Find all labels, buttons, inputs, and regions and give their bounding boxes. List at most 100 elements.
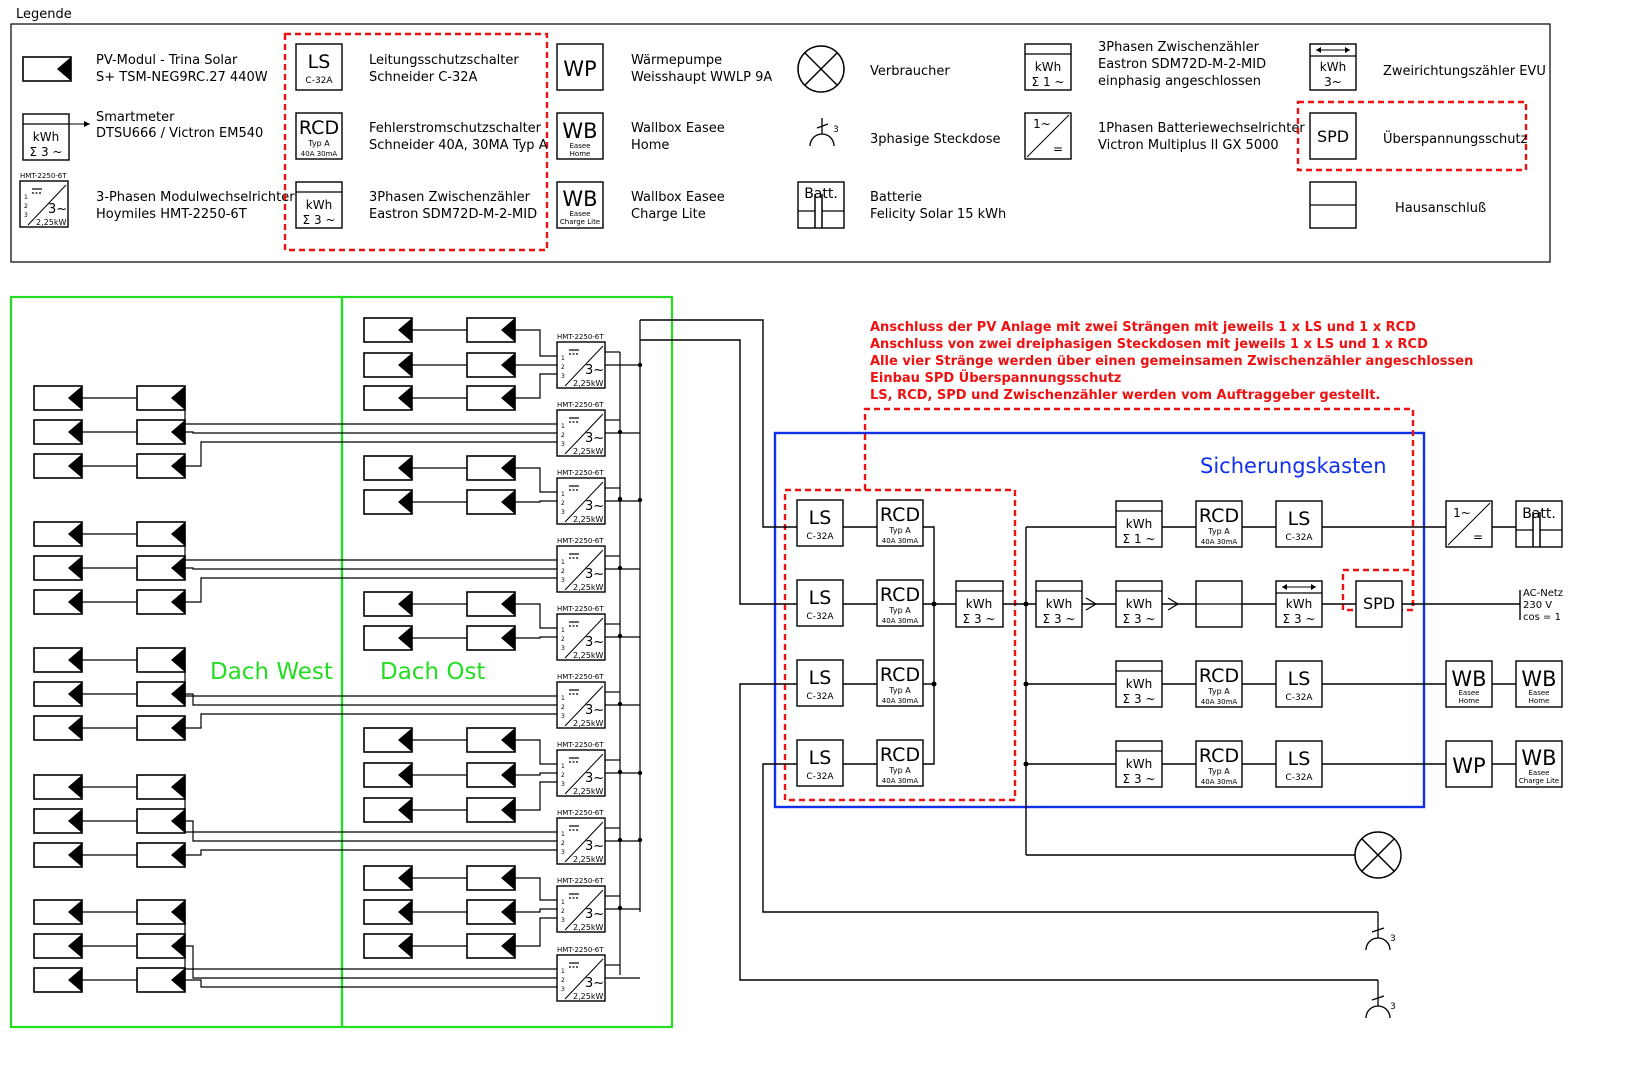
svg-text:RCD: RCD [880, 664, 920, 686]
svg-text:40A 30mA: 40A 30mA [882, 697, 919, 705]
rcd-pv2: RCD Typ A 40A 30mA [876, 579, 924, 627]
pv-module-east-4-2b [466, 762, 516, 788]
legend-rcd-label2: Schneider 40A, 30MA Typ A [369, 138, 548, 153]
microinverter-5: HMT-2250-6T [556, 605, 606, 661]
pv-module-east-5-1b [466, 865, 516, 891]
legend-inverter-symbol: HMT-2250-6T [19, 172, 69, 228]
svg-text:Typ A: Typ A [888, 526, 911, 535]
microinverter-1: HMT-2250-6T [556, 333, 606, 389]
legend-inverter-label1: 3-Phasen Modulwechselrichter [96, 190, 295, 205]
svg-text:RCD: RCD [299, 117, 339, 139]
legend-pv-label2: S+ TSM-NEG9RC.27 440W [96, 70, 268, 85]
legend-wbhome-symbol: WB Easee Home [556, 112, 604, 160]
legend-meter1-label2: Eastron SDM72D-M-2-MID [1098, 57, 1266, 72]
svg-text:1~: 1~ [1453, 506, 1471, 520]
pv-array: HMT-2250-6T HMT-2250-6T HMT-2250-6T HMT-225… [33, 317, 643, 1002]
legend-batinv-symbol: 1~ = [1024, 112, 1072, 160]
svg-text:kWh: kWh [1286, 597, 1312, 611]
svg-text:WB: WB [1521, 667, 1556, 691]
legend-rcd-symbol: RCD Typ A 40A 30mA [295, 112, 343, 160]
legend-meter3-label2: Eastron SDM72D-M-2-MID [369, 207, 537, 222]
svg-text:WP: WP [1452, 754, 1485, 778]
legend-ls-symbol: LS C-32A [295, 43, 343, 91]
microinverter-9: HMT-2250-6T [556, 877, 606, 933]
svg-text:C-32A: C-32A [806, 692, 834, 702]
ls-breaker-socket2: LS C-32A [796, 739, 844, 787]
rcd-wallbox: RCD Typ A 40A 30mA [1195, 660, 1243, 708]
pv-module-east-4-1b [466, 727, 516, 753]
legend-load-label: Verbraucher [870, 64, 950, 79]
pv-module-west-1-3a [33, 453, 83, 479]
pv-module-west-1-1a [33, 385, 83, 411]
svg-text:230 V: 230 V [1523, 600, 1552, 611]
microinverter-4: HMT-2250-6T [556, 537, 606, 593]
legend-ls-label1: Leitungsschutzschalter [369, 53, 519, 68]
ls-heatpump: LS C-32A [1275, 740, 1323, 788]
svg-text:Typ A: Typ A [307, 139, 330, 148]
svg-text:Σ 3 ~: Σ 3 ~ [1123, 772, 1156, 786]
svg-text:1~: 1~ [1033, 117, 1051, 131]
three-phase-socket-1: 3 [1365, 912, 1396, 951]
heat-pump: WP [1445, 740, 1493, 788]
svg-text:Σ 3 ~: Σ 3 ~ [963, 612, 996, 626]
pv-module-west-2-1a [33, 521, 83, 547]
svg-text:Σ 3 ~: Σ 3 ~ [1283, 612, 1316, 626]
pv-module-west-5-2b [136, 933, 186, 959]
svg-text:WB: WB [562, 187, 597, 211]
microinverter-7: HMT-2250-6T [556, 741, 606, 797]
main-wiring [640, 319, 1521, 981]
svg-text:RCD: RCD [880, 584, 920, 606]
roof-east-frame [340, 295, 674, 1029]
pv-module-west-3-3b [136, 715, 186, 741]
pv-module-west-5-2a [33, 933, 83, 959]
pv-module-east-3-1b [466, 591, 516, 617]
legend-batinv-label2: Victron Multiplus II GX 5000 [1098, 138, 1279, 153]
svg-text:HMT-2250-6T: HMT-2250-6T [20, 172, 67, 180]
bidirectional-meter: kWh Σ 3 ~ [1275, 580, 1323, 628]
svg-text:kWh: kWh [966, 597, 992, 611]
legend-bidir-label: Zweirichtungszähler EVU [1383, 64, 1546, 79]
ls-breaker-pv1: LS C-32A [796, 499, 844, 547]
svg-text:C-32A: C-32A [1285, 773, 1313, 783]
legend-battery-label2: Felicity Solar 15 kWh [870, 207, 1006, 222]
svg-text:C-32A: C-32A [1285, 693, 1313, 703]
svg-text:Charge Lite: Charge Lite [1519, 777, 1559, 785]
pv-module-east-2-2b [466, 489, 516, 515]
consumer-load-icon [1354, 831, 1402, 879]
installation-notes: Anschluss der PV Anlage mit zwei Stränge… [870, 320, 1473, 403]
svg-text:Typ A: Typ A [1207, 687, 1230, 696]
smartmeter-pv: kWh Σ 3 ~ [1035, 580, 1083, 628]
legend-frame [10, 23, 1551, 263]
svg-text:cos = 1: cos = 1 [1523, 612, 1561, 623]
svg-text:HMT-2250-6T: HMT-2250-6T [557, 673, 604, 681]
svg-text:Easee: Easee [570, 142, 591, 150]
battery-inverter: 1~ = [1445, 500, 1493, 548]
svg-text:Σ 1 ~: Σ 1 ~ [1032, 75, 1065, 89]
pv-module-west-3-3a [33, 715, 83, 741]
svg-text:WP: WP [563, 57, 596, 81]
legend-rcd-label1: Fehlerstromschutzschalter [369, 121, 542, 136]
svg-text:LS: LS [1288, 508, 1311, 530]
pv-module-east-5-2b [466, 899, 516, 925]
legend-meter1-label1: 3Phasen Zwischenzähler [1098, 40, 1260, 55]
svg-text:RCD: RCD [880, 504, 920, 526]
meter-heatpump: kWh Σ 3 ~ [1115, 740, 1163, 788]
pv-module-west-1-2a [33, 419, 83, 445]
legend-wbhome-label2: Home [631, 138, 669, 153]
wallbox-charge-lite: WB Easee Charge Lite [1515, 740, 1563, 788]
pv-module-east-4-1a [363, 727, 413, 753]
legend-house-label: Hausanschluß [1395, 201, 1486, 216]
note-4: Einbau SPD Überspannungsschutz [870, 370, 1121, 386]
svg-text:Typ A: Typ A [888, 606, 911, 615]
flow-arrows [1085, 597, 1180, 611]
pv-module-west-5-1b [136, 899, 186, 925]
svg-text:LS: LS [809, 747, 832, 769]
pv-module-west-3-1a [33, 647, 83, 673]
pv-module-west-2-2b [136, 555, 186, 581]
pv-module-west-3-1b [136, 647, 186, 673]
svg-text:C-32A: C-32A [806, 772, 834, 782]
svg-text:RCD: RCD [1199, 665, 1239, 687]
svg-text:C-32A: C-32A [806, 612, 834, 622]
pv-module-east-4-2a [363, 762, 413, 788]
